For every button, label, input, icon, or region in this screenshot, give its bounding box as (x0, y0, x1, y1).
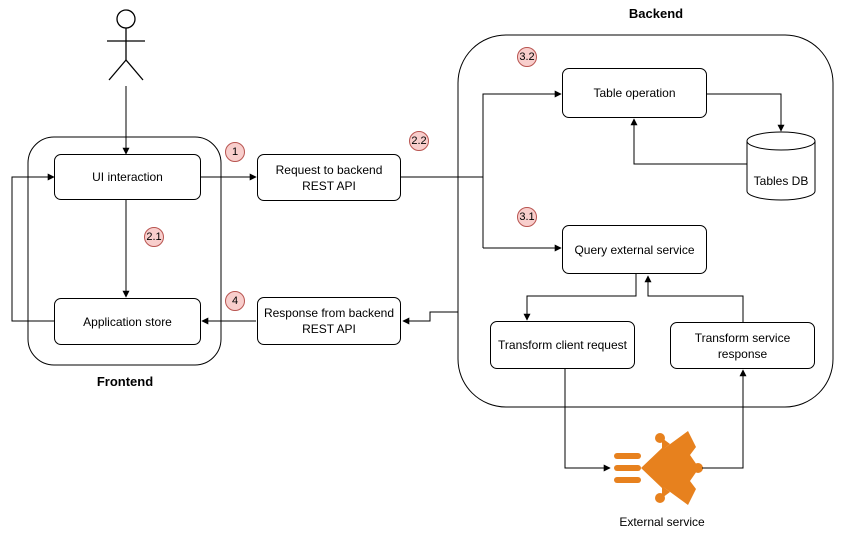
edge-to-table-operation (482, 90, 562, 248)
frontend-container (27, 136, 222, 366)
edge-transform-service-to-query (644, 275, 744, 322)
backend-container (457, 34, 834, 408)
frontend-title: Frontend (96, 374, 154, 389)
edge-table-to-db (707, 93, 785, 132)
application-store-node[interactable]: Application store (54, 298, 201, 345)
ui-interaction-node[interactable]: UI interaction (54, 154, 201, 200)
step-badge-3-1: 3.1 (517, 207, 537, 227)
step-badge-1: 1 (225, 142, 245, 162)
query-external-node[interactable]: Query external service (562, 225, 707, 274)
transform-service-node[interactable]: Transform service response (670, 322, 815, 369)
edge-transform-client-to-external (564, 368, 611, 472)
backend-title: Backend (628, 6, 684, 21)
edge-query-to-transform-client (523, 274, 637, 321)
actor-icon (107, 9, 145, 81)
step-badge-3-2: 3.2 (517, 47, 537, 67)
table-operation-node[interactable]: Table operation (562, 68, 707, 118)
tables-db-label: Tables DB (753, 174, 809, 188)
step-badge-4: 4 (225, 291, 245, 311)
request-backend-node[interactable]: Request to backend REST API (257, 154, 401, 201)
database-icon (746, 131, 816, 201)
transform-client-node[interactable]: Transform client request (490, 321, 635, 369)
response-backend-node[interactable]: Response from backend REST API (257, 297, 401, 345)
step-badge-2-1: 2.1 (144, 227, 164, 247)
aws-service-icon (614, 431, 703, 505)
edge-db-to-table (630, 118, 747, 165)
edge-backend-to-response (402, 311, 458, 325)
external-service-label: External service (619, 515, 705, 529)
step-badge-2-2: 2.2 (409, 131, 429, 151)
edge-store-loop-to-ui (11, 173, 55, 322)
edge-external-to-transform-service (702, 369, 747, 469)
